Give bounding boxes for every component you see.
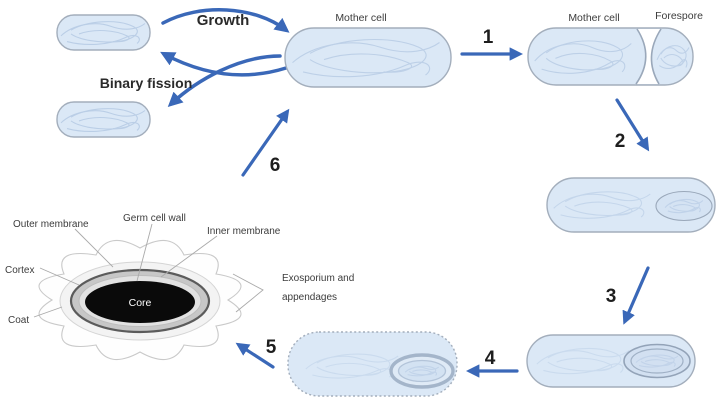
step-number-5: 5 [266,337,277,358]
germ-cell-wall-label: Germ cell wall [123,213,186,224]
septation-cell-body [527,27,694,86]
mother-cell-label: Mother cell [335,12,386,24]
septum-membrane-right [650,28,662,85]
step-6-arrow [241,108,290,177]
forespore-cortex-outer [623,343,691,379]
step-number-1: 1 [483,27,494,48]
spore-core [85,281,195,323]
lysis-cell [287,331,458,397]
septum-gap [636,29,661,84]
step-5-arrow [235,342,275,369]
core-label: Core [129,297,152,309]
step-number-2: 2 [615,131,626,152]
mature-spore-inner [397,359,447,383]
engulfed-forespore [655,190,713,222]
outer-membrane-leader-line [74,228,114,268]
inner-membrane-label: Inner membrane [207,226,281,237]
growth-arrow [161,8,290,33]
germ-cell-wall-leader-line [136,223,153,282]
free-spore-diagram: Core Outer membrane Germ cell wall Inner… [5,213,354,361]
coat-leader-line [33,306,63,318]
mother-cell-body [284,27,452,88]
step-number-3: 3 [606,286,617,307]
vegetative-cell-1 [56,14,151,51]
mother-cell: Mother cell [284,12,452,88]
step-number-6: 6 [270,155,281,176]
coat-label: Coat [8,315,29,326]
inner-membrane-leader-line [160,235,218,278]
binary-fission-arrow-lower [167,54,282,107]
cortex-label: Cortex [5,265,34,276]
outer-membrane-label: Outer membrane [13,219,89,230]
exosporium-label-line2: appendages [282,292,337,303]
step-2-arrow [615,98,650,152]
vegetative-cell-1-body [56,14,151,51]
step-number-4: 4 [485,348,496,369]
binary-fission-label: Binary fission [100,75,193,91]
step-3-arrow [622,266,650,325]
vegetative-cell-2-body [56,101,151,138]
vegetative-cell-2 [56,101,151,138]
engulfment-cell [546,177,716,233]
cortex-leader-line [39,267,80,286]
mother-cell-right-label: Mother cell [568,12,619,24]
exosporium-pointer-lines [232,273,264,313]
septation-cell: Mother cell Forespore [527,10,703,86]
maturation-cell [526,334,696,388]
exosporium-label-line1: Exosporium and [282,273,354,284]
septum-membrane-left [635,28,647,85]
forespore-label: Forespore [655,10,703,22]
forespore-cortex-inner [630,348,684,374]
growth-label: Growth [197,12,250,29]
